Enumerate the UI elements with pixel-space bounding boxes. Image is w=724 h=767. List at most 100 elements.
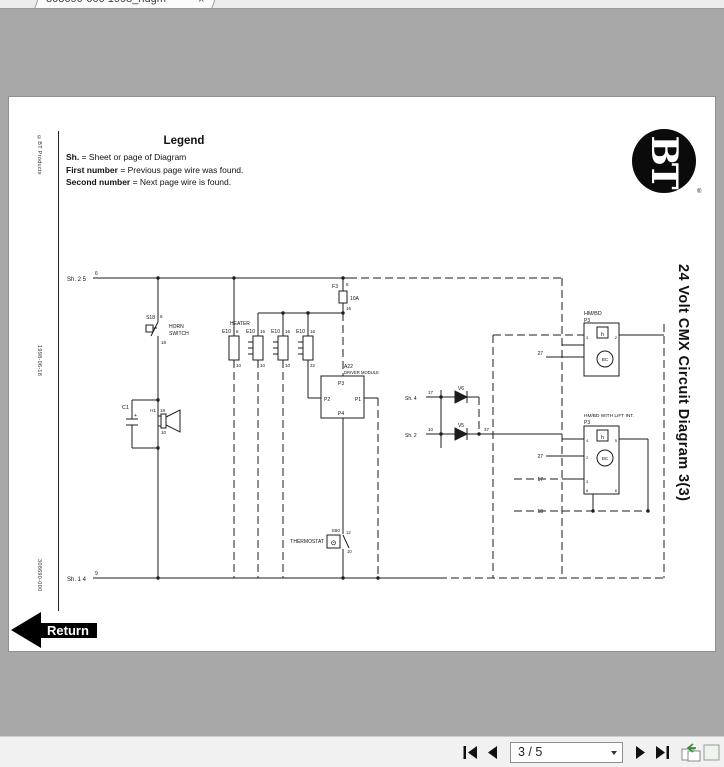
diagram-title-vertical: 24 Volt CMX Circuit Diagram 3(3) (675, 264, 691, 502)
diagram-labels: Sh. 2 5 6 Sh. 1 4 9 S18 6 HORN SWITCH 18… (67, 271, 634, 583)
wire-label: 16 (310, 329, 316, 334)
indicator-label: BC (602, 357, 609, 362)
wire-label: 6 (160, 314, 163, 319)
sheet-ref: Sh. 2 5 (67, 277, 87, 283)
theta-symbol: Θ (331, 540, 336, 547)
component-label: HORN (169, 324, 184, 330)
battery-indicator-symbol (596, 350, 614, 368)
return-label[interactable]: Return (47, 623, 89, 638)
heater-element-4 (302, 335, 314, 361)
component-label: THERMOSTAT (290, 539, 324, 545)
driver-module-box (320, 375, 365, 419)
wire-label: 16 (346, 306, 352, 311)
component-label: DRIVER MODULE (344, 370, 379, 375)
hour-meter-label: h (601, 332, 604, 338)
first-page-button[interactable] (460, 742, 482, 762)
sheet-ref: Sh. 2 (405, 433, 417, 439)
wire-label: 10 (236, 363, 242, 368)
component-id: V5 (458, 423, 464, 429)
legend-term: First number (66, 164, 118, 175)
dropdown-caret-icon (611, 750, 617, 755)
date-vertical-text: 1998-06-18 (36, 345, 42, 377)
pin-number: 3 (586, 335, 589, 340)
sheet-ref: Sh. 4 (405, 396, 417, 402)
pin-label: P2 (324, 397, 330, 403)
junction-dots (156, 276, 650, 580)
return-arrow-icon[interactable] (11, 612, 97, 648)
pin-number: 4 (586, 438, 589, 443)
horn-symbol-body (160, 413, 167, 429)
hour-meter-label: h (601, 435, 604, 441)
component-id: C1 (122, 405, 129, 411)
thermostat-symbol-box (326, 534, 341, 549)
component-id: E10 (271, 329, 280, 335)
connector-label: P3 (584, 420, 590, 426)
page-indicator: 3 / 5 (518, 745, 543, 759)
wire-label: 17 (428, 390, 434, 395)
viewer-toolbar: 3 / 5 (0, 736, 724, 767)
connector-label: P3 (584, 318, 590, 324)
previous-page-button[interactable] (482, 742, 504, 762)
last-page-icon (656, 745, 669, 759)
wire-label: 6 (346, 282, 349, 287)
legend-text: = Previous page wire was found. (117, 164, 244, 175)
indicator-label: BC (602, 456, 609, 461)
horn-switch-actuator (145, 324, 154, 333)
pin-number: 3 (586, 479, 589, 484)
docnumber-vertical-text: 308690-000 (36, 559, 42, 592)
wire-label: 16 (285, 329, 291, 334)
heater-element-2 (252, 335, 264, 361)
component-id: S18 (146, 315, 155, 321)
snapshot-tool-button[interactable] (679, 742, 703, 762)
copyright-vertical-text: ©BT Products (36, 135, 42, 175)
wire-label: 9 (95, 571, 98, 577)
tab-bar: 308690-000 1998_hdgm × (0, 0, 724, 9)
wire-label: 27 (537, 351, 543, 357)
pin-label: P3 (338, 381, 344, 387)
page-number-dropdown[interactable]: 3 / 5 (510, 741, 623, 763)
wire-label: 12 (346, 530, 351, 535)
return-button[interactable]: Return (9, 609, 101, 651)
document-page: ©BT Products 1998-06-18 308690-000 Legen… (8, 96, 716, 652)
next-page-button[interactable] (629, 742, 651, 762)
component-label: HEATER (230, 321, 250, 327)
wire-label: 18 (537, 509, 543, 515)
component-id: E10 (246, 329, 255, 335)
page-view-icon (703, 744, 720, 761)
wire-label: 10 (428, 427, 434, 432)
previous-page-icon (488, 745, 497, 759)
wire-label: 17 (537, 477, 543, 483)
last-page-button[interactable] (651, 742, 673, 762)
wire-label: 16 (260, 329, 266, 334)
page-view-button[interactable] (703, 742, 723, 762)
pin-label: P1 (355, 397, 361, 403)
tab-close-icon[interactable]: × (198, 0, 205, 6)
pin-number: 2 (615, 335, 618, 340)
legend-text: = Sheet or page of Diagram (79, 152, 187, 162)
plus-sign: + (134, 413, 137, 419)
margin-rule (58, 131, 59, 611)
fuse-symbol (338, 290, 348, 304)
component-label: SWITCH (169, 331, 189, 337)
wire-label: 10 (285, 363, 291, 368)
fuse-rating: 10A (350, 296, 360, 302)
component-id: A22 (344, 364, 353, 370)
wire-label: 10 (161, 430, 167, 435)
wire-label: 10 (260, 363, 266, 368)
wire-label: 6 (236, 329, 239, 334)
diode-v5-symbol (454, 427, 469, 441)
diode-v6-symbol (454, 390, 469, 404)
wire-label: 10 (347, 549, 352, 554)
wire-label: 37 (484, 427, 490, 432)
component-id: E10 (222, 329, 231, 335)
horn-symbol-funnel (165, 409, 181, 433)
sheet-ref: Sh. 1 4 (67, 577, 87, 583)
legend-title: Legend (163, 135, 205, 147)
circuit-diagram: Sh. 2 5 6 Sh. 1 4 9 S18 6 HORN SWITCH 18… (67, 271, 665, 583)
next-page-icon (636, 745, 645, 759)
pin-number: 2 (586, 455, 589, 460)
hour-meter-symbol (596, 326, 609, 339)
pin-number: 5 (615, 438, 618, 443)
tab-title[interactable]: 308690-000 1998_hdgm (46, 0, 166, 5)
heater-element-3 (277, 335, 289, 361)
